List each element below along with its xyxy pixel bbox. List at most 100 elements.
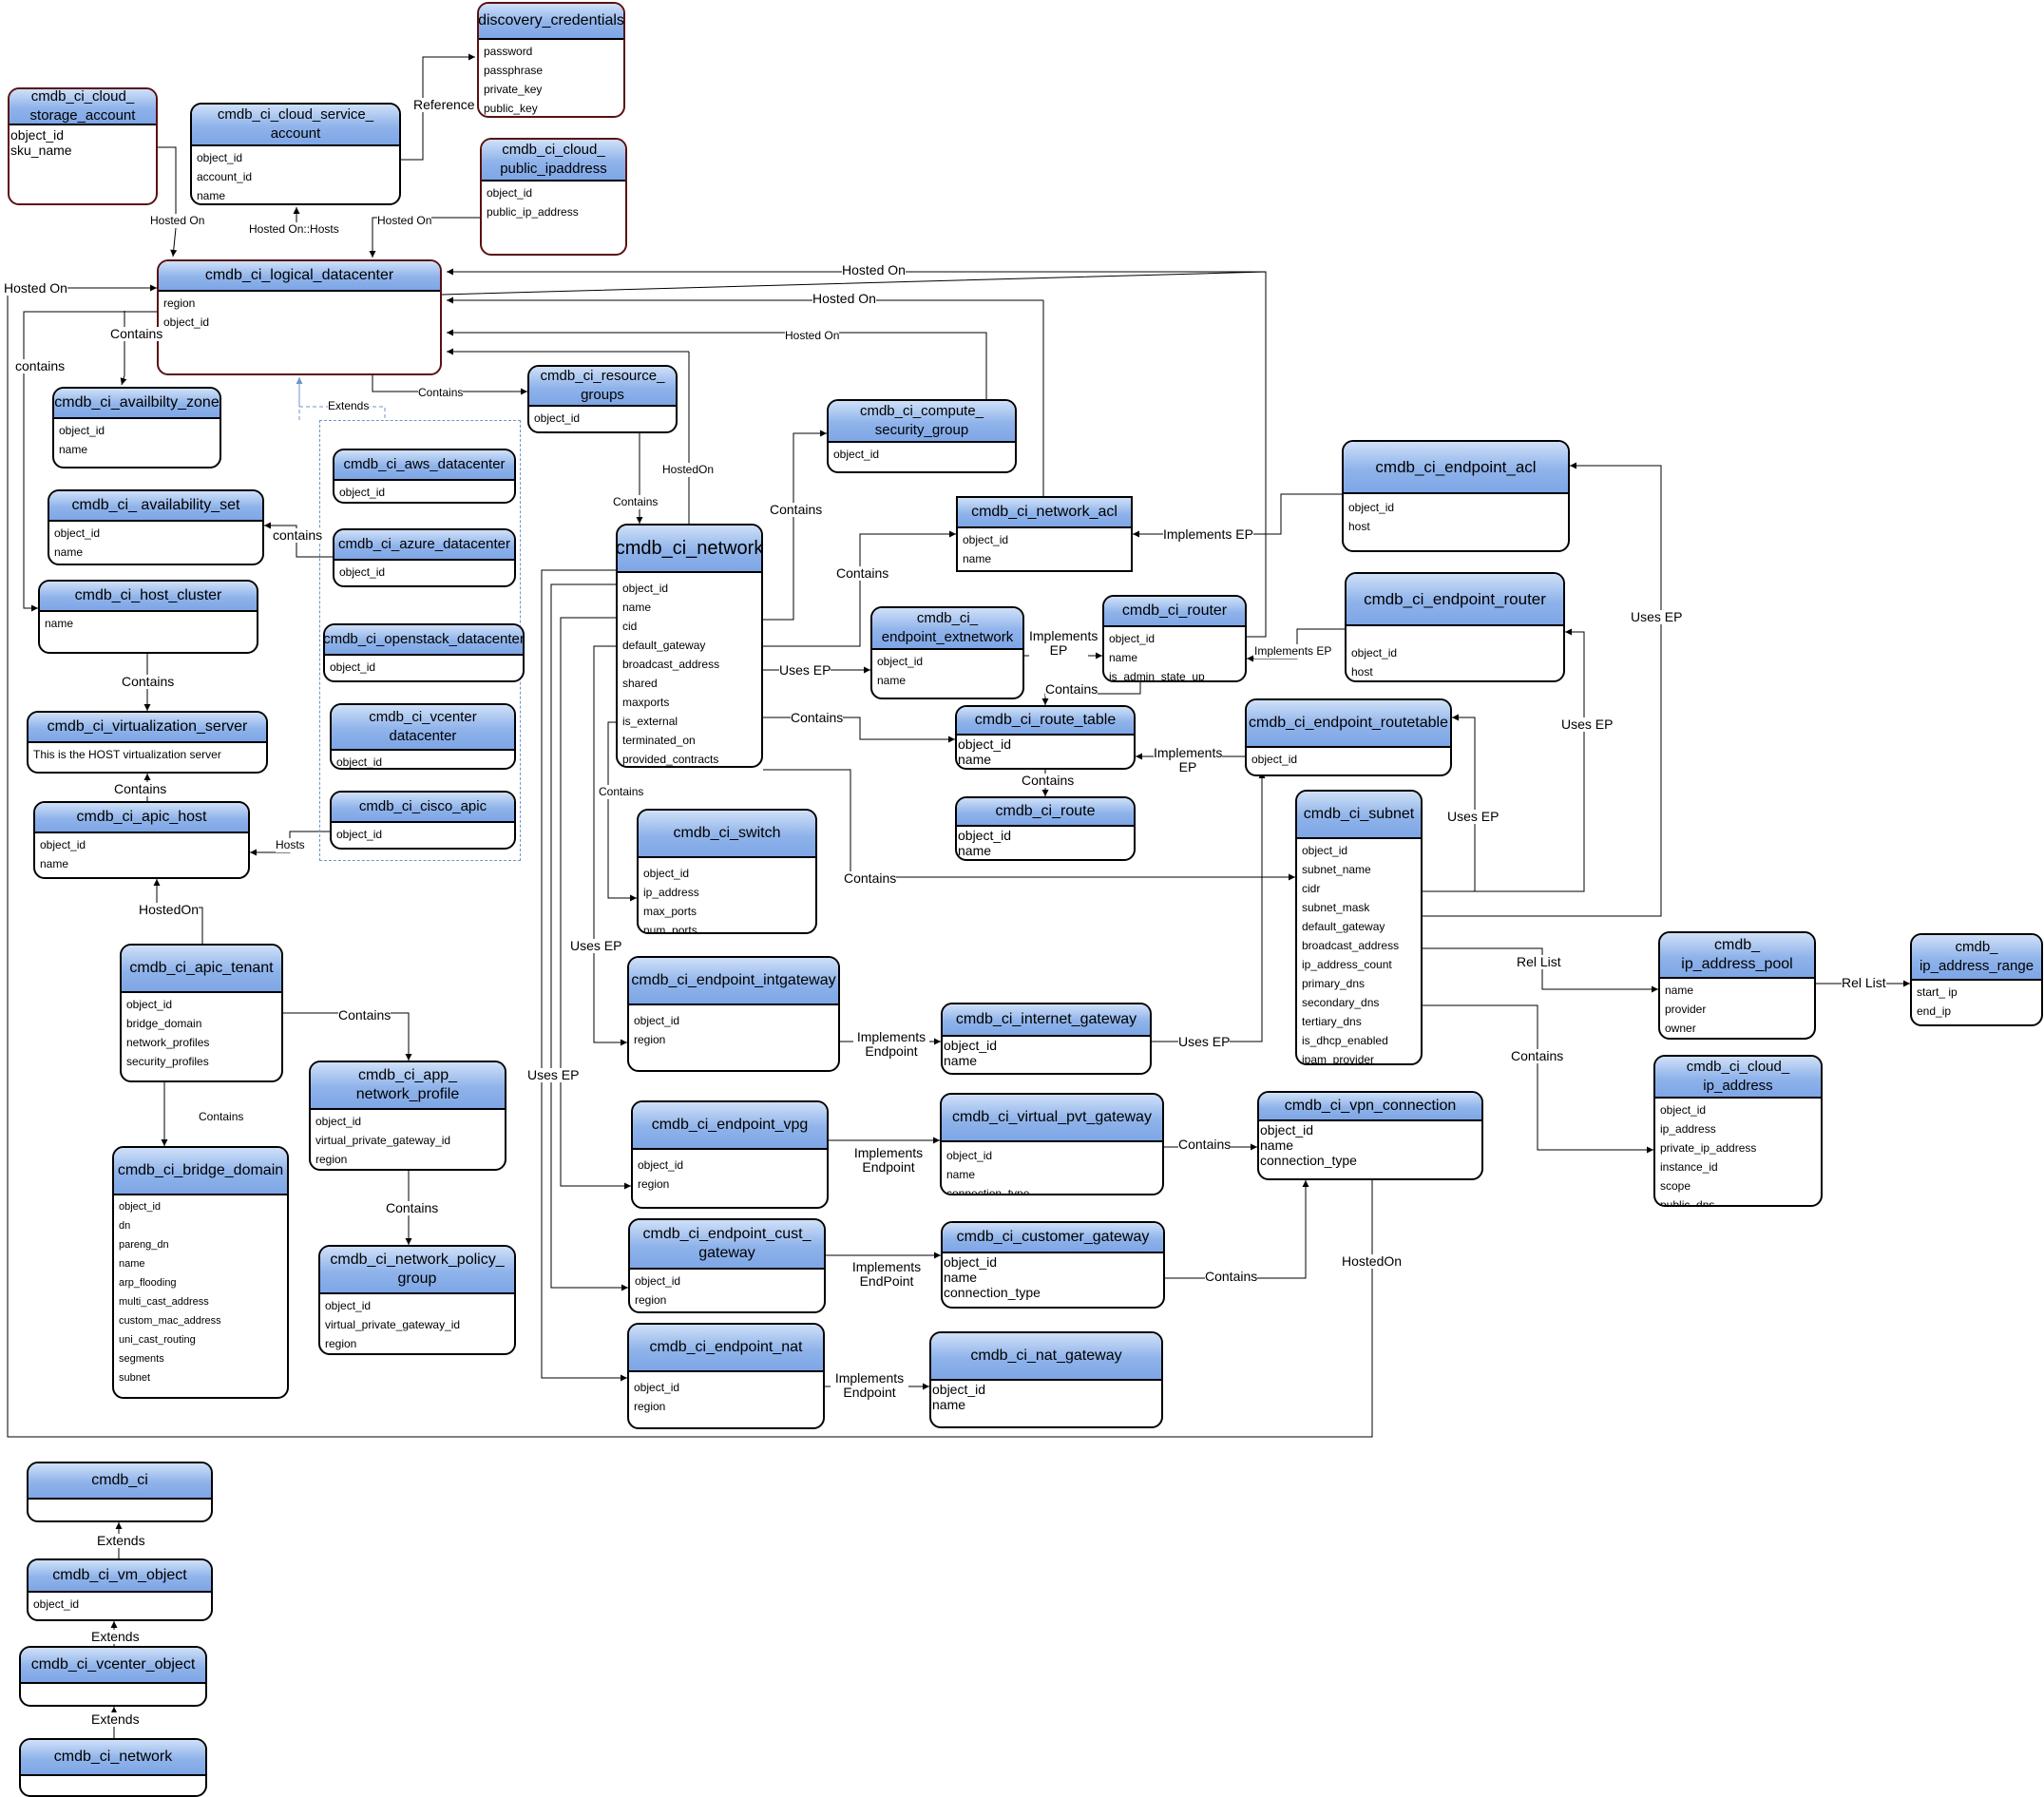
entity-title: cmdb_ci_switch [639, 811, 815, 858]
relationship-line [1247, 628, 1345, 660]
entity-field: object_id [643, 867, 690, 880]
relationship-label: Uses EP [1631, 609, 1683, 624]
entity-field: tertiary_dns [1302, 1015, 1362, 1028]
arrowhead [621, 1284, 628, 1291]
entity-title: cmdb_ci_cloud_ public_ipaddress [482, 140, 625, 182]
entity-title: cmdb_ci_endpoint_intgateway [629, 958, 838, 1005]
entity-field: public_ip_address [487, 205, 579, 219]
entity-field: dn [119, 1220, 131, 1232]
arrowhead [1647, 1146, 1653, 1154]
entity-field: object_id [59, 424, 105, 437]
entity-field: This is the HOST virtualization server [33, 748, 221, 761]
arrowhead [110, 1621, 118, 1628]
relationship-line [1152, 772, 1263, 1042]
entity-title: cmdb_ci_cisco_apic [332, 793, 514, 823]
arrowhead [143, 704, 151, 711]
entity-field: terminated_on [622, 734, 696, 747]
entity-field: ipam_provider [1302, 1053, 1375, 1065]
arrowhead [923, 1383, 929, 1390]
entity-field: object_id [877, 655, 924, 668]
entity-field: uni_cast_routing [119, 1334, 196, 1346]
entity-title: cmdb_ci_resource_ groups [529, 367, 676, 407]
entity-cmdb-ci[interactable]: cmdb_ci [27, 1462, 213, 1522]
relationship-label: Extends [91, 1711, 140, 1727]
relationship-label: Hosted On [150, 214, 205, 228]
arrowhead [1302, 1180, 1309, 1187]
entity-network-bottom[interactable]: cmdb_ci_network [19, 1738, 207, 1797]
arrowhead [447, 329, 453, 336]
entity-field: passphrase [484, 64, 544, 77]
relationship-line [372, 217, 480, 258]
relationship-line [158, 146, 177, 258]
entity-field: object_id [336, 755, 383, 769]
arrowhead [110, 1707, 118, 1713]
relationship-label: Hosted On [812, 291, 876, 306]
relationship-line [541, 569, 627, 1379]
entity-field: public_key [484, 102, 538, 115]
relationship-label: Hosted On [842, 262, 906, 277]
entity-field: max_ports [643, 905, 697, 918]
entity-vcenter-object[interactable]: cmdb_ci_vcenter_object [19, 1646, 207, 1707]
relationship-label: contains [273, 527, 323, 543]
relationship-label: HostedOn [1342, 1253, 1403, 1269]
arrowhead [864, 666, 870, 674]
entity-field: owner [1665, 1022, 1696, 1035]
relationship-label: Contains [791, 710, 844, 725]
entity-field: name [45, 617, 74, 630]
relationship-label: Contains [1511, 1048, 1564, 1063]
entity-field: region [634, 1400, 666, 1413]
entity-field: object_id [315, 1115, 362, 1128]
entity-field: broadcast_address [622, 658, 720, 671]
entity-field: maxports [622, 696, 670, 709]
entity-field: name [963, 552, 992, 565]
relationship-label: Hosted On::Hosts [249, 222, 339, 237]
relationship-line [1423, 1004, 1653, 1151]
entity-title: cmdb_ci_vm_object [29, 1560, 211, 1593]
